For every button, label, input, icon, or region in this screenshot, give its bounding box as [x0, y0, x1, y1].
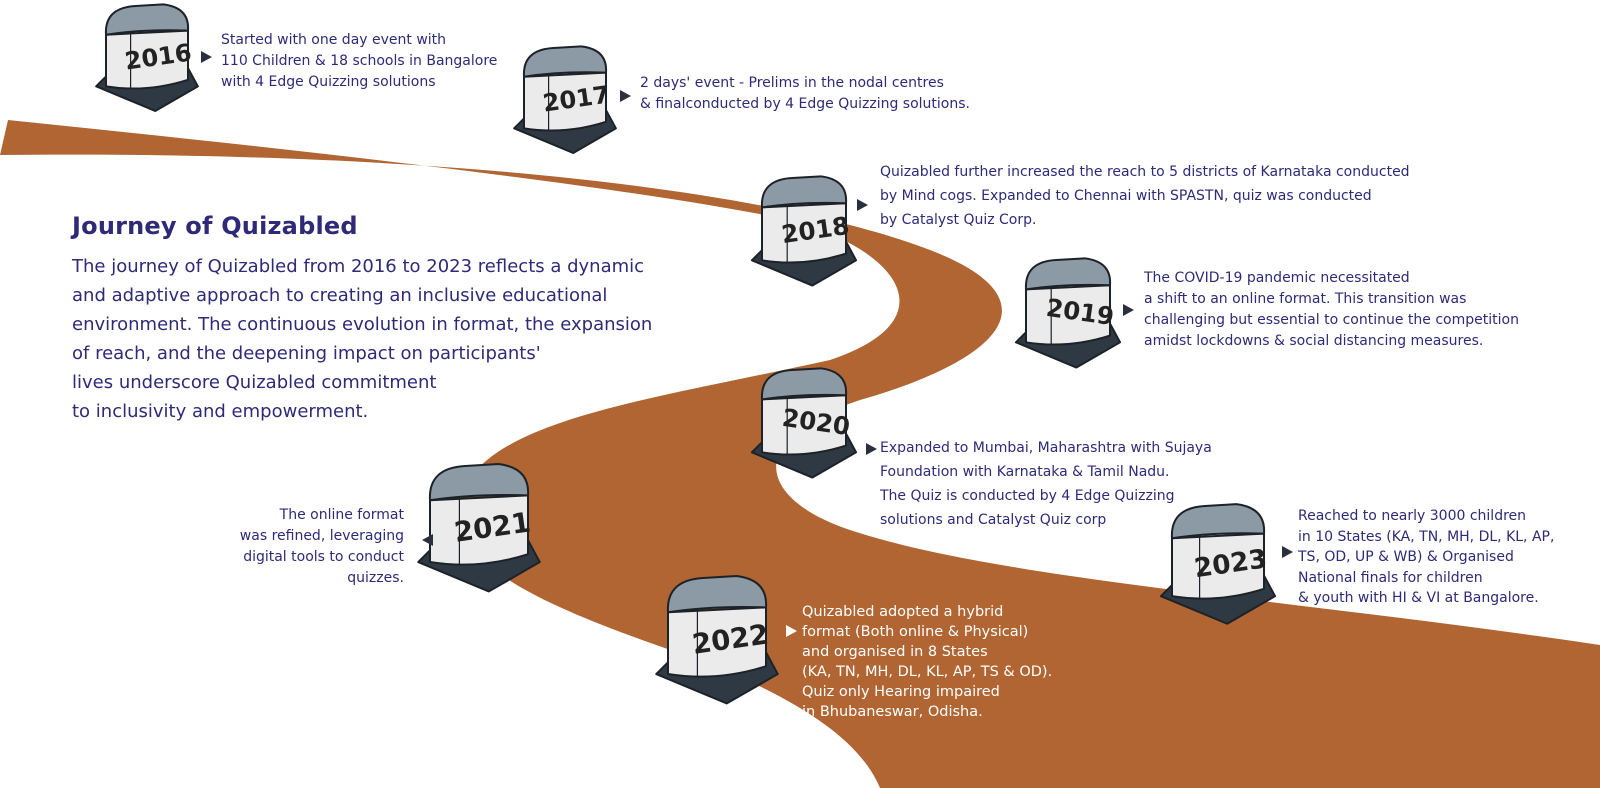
- stone-top: [760, 175, 848, 209]
- milestone-stone-2022: 2022: [655, 575, 779, 705]
- stone-top: [522, 45, 608, 78]
- milestone-stone-2020: 2020: [750, 367, 858, 479]
- pointer-arrow-2019: [1123, 304, 1134, 316]
- milestone-text-2023: Reached to nearly 3000 children in 10 St…: [1298, 508, 1555, 606]
- milestone-stone-2016: 2016: [95, 3, 199, 112]
- stone-body: [667, 606, 767, 678]
- pointer-arrow-2020: [866, 443, 877, 455]
- intro-paragraph: The journey of Quizabled from 2016 to 20…: [72, 256, 653, 422]
- stone-top: [428, 463, 530, 502]
- stone-top: [760, 367, 848, 401]
- pointer-arrow-2022: [786, 625, 797, 637]
- pointer-arrow-2016: [201, 51, 212, 63]
- stone-top: [666, 575, 768, 614]
- stone-body: [1171, 532, 1265, 600]
- stone-top: [1170, 503, 1266, 540]
- road: [0, 120, 1600, 788]
- milestone-text-2021: The online format was refined, leveragin…: [239, 507, 404, 586]
- pointer-arrow-2017: [620, 90, 631, 102]
- milestone-text-2018: Quizabled further increased the reach to…: [880, 164, 1410, 228]
- stone-body: [761, 202, 847, 264]
- stone-body: [1025, 284, 1111, 346]
- milestone-text-2017: 2 days' event - Prelims in the nodal cen…: [640, 75, 970, 112]
- page-title: Journey of Quizabled: [72, 212, 358, 240]
- milestone-stone-2017: 2017: [513, 45, 617, 154]
- milestone-stone-2018: 2018: [750, 175, 858, 287]
- milestone-stone-2019: 2019: [1014, 257, 1122, 369]
- stone-top: [104, 3, 190, 36]
- stone-top: [1024, 257, 1112, 291]
- milestone-text-2019: The COVID-19 pandemic necessitated a shi…: [1144, 270, 1519, 349]
- milestone-text-2020: Expanded to Mumbai, Maharashtra with Suj…: [880, 440, 1212, 528]
- pointer-arrow-2023: [1282, 546, 1293, 558]
- stone-body: [523, 71, 607, 132]
- pointer-arrow-2018: [857, 199, 868, 211]
- pointer-arrow-2021: [422, 534, 433, 546]
- milestone-text-2016: Started with one day event with 110 Chil…: [221, 32, 498, 90]
- stone-body: [761, 394, 847, 456]
- stone-body: [429, 494, 529, 566]
- milestone-stone-2021: 2021: [417, 463, 541, 593]
- milestone-text-2022: Quizabled adopted a hybrid format (Both …: [802, 604, 1053, 720]
- milestone-stone-2023: 2023: [1159, 503, 1277, 625]
- intro-section: Journey of Quizabled The journey of Quiz…: [72, 212, 692, 426]
- stone-body: [105, 29, 189, 90]
